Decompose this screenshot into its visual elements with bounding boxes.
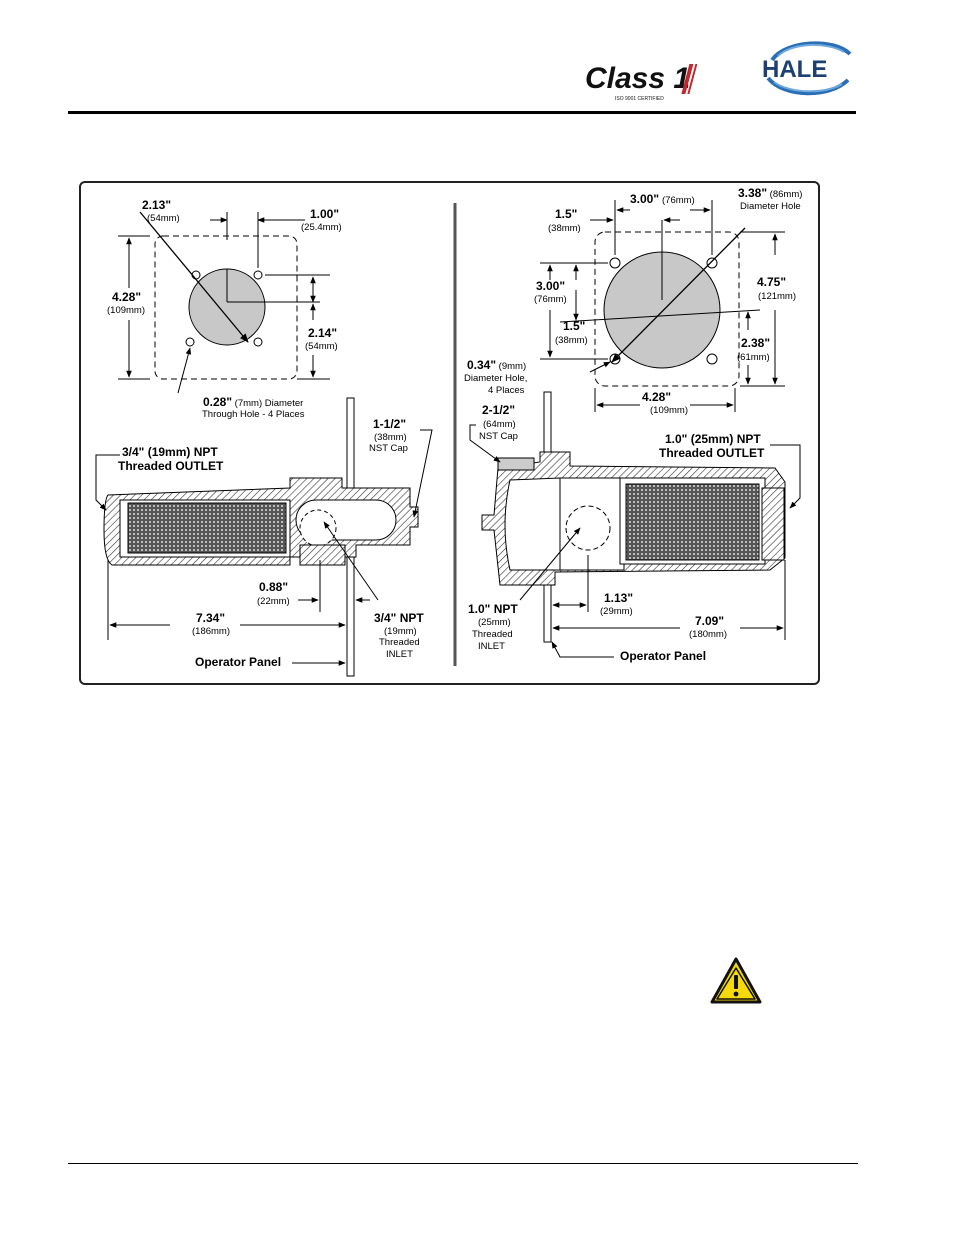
left-cap-type: NST Cap — [369, 443, 408, 454]
right-d1-mm: (76mm) — [662, 195, 695, 206]
right-hole-small-2: Diameter Hole, — [464, 373, 528, 384]
right-d6-mm: (61mm) — [737, 352, 770, 363]
left-d3: 4.28" — [112, 290, 142, 304]
footer-rule — [68, 1163, 858, 1164]
header-rule — [68, 111, 856, 114]
right-cap-mm: (64mm) — [483, 419, 516, 430]
left-cap-mm: (38mm) — [374, 432, 407, 443]
right-d8-mm: (29mm) — [600, 606, 633, 617]
right-d5-mm: (121mm) — [758, 291, 797, 302]
right-d4-mm: (38mm) — [555, 335, 588, 346]
right-hole-small: 0.34" (9mm) — [467, 359, 526, 373]
left-inlet-2: (19mm) — [384, 626, 417, 637]
class1-logo-text: Class 1 — [585, 62, 690, 95]
left-d3-mm: (109mm) — [107, 305, 146, 316]
left-cap: 1-1/2" — [373, 417, 407, 431]
diagram-frame — [79, 181, 820, 685]
right-outlet-1: 1.0" (25mm) NPT — [665, 432, 761, 446]
left-d5: 0.88" — [259, 580, 289, 594]
right-d7: 4.28" — [642, 390, 672, 404]
left-hole-label: 0.28" (7mm) Diameter — [203, 396, 303, 410]
right-cap: 2-1/2" — [482, 403, 516, 417]
right-inlet-1: 1.0" NPT — [468, 602, 518, 616]
right-strainer-body — [469, 391, 801, 658]
right-outlet-2: Threaded OUTLET — [659, 446, 765, 460]
left-d2: 1.00" — [310, 207, 340, 221]
left-d1: 2.13" — [142, 198, 172, 212]
right-inlet-3: Threaded — [472, 629, 513, 640]
left-hole-mm: (7mm) Diameter — [232, 398, 304, 409]
class1-logo: Class 1 ISO 9001 CERTIFIED — [585, 62, 698, 102]
right-d4: 1.5" — [563, 319, 586, 333]
left-d6: 7.34" — [196, 611, 226, 625]
right-hole-small-size: 0.34" — [467, 358, 497, 372]
left-d4-mm: (54mm) — [305, 341, 338, 352]
left-outlet-1: 3/4" (19mm) NPT — [122, 445, 218, 459]
left-hole-size: 0.28" — [203, 395, 233, 409]
left-inlet-4: INLET — [386, 649, 413, 660]
left-d4: 2.14" — [308, 326, 338, 340]
left-inlet-3: Threaded — [379, 637, 420, 648]
right-inlet-2: (25mm) — [478, 617, 511, 628]
right-hole-big-size: 3.38" — [738, 186, 768, 200]
left-outlet-2: Threaded OUTLET — [118, 459, 224, 473]
right-d2: 1.5" — [555, 207, 578, 221]
right-d1: 3.00" — [630, 192, 660, 206]
right-cap-type: NST Cap — [479, 431, 518, 442]
warning-icon — [710, 957, 762, 1004]
right-operator-panel: Operator Panel — [620, 649, 707, 663]
right-hole-small-mm: (9mm) — [496, 361, 527, 372]
left-inlet-1: 3/4" NPT — [374, 611, 424, 625]
left-d5-mm: (22mm) — [257, 596, 290, 607]
right-d9: 7.09" — [695, 614, 725, 628]
class1-logo-tagline: ISO 9001 CERTIFIED — [615, 96, 664, 102]
right-hole-small-3: 4 Places — [488, 385, 525, 396]
left-strainer-body — [95, 397, 433, 677]
left-d2-mm: (25.4mm) — [301, 222, 342, 233]
left-d1-mm: (54mm) — [147, 213, 180, 224]
right-d3-mm: (76mm) — [534, 294, 567, 305]
right-inlet-4: INLET — [478, 641, 505, 652]
left-hole-sub: Through Hole - 4 Places — [202, 409, 305, 420]
right-d2-mm: (38mm) — [548, 223, 581, 234]
hale-logo-text: HALE — [762, 56, 827, 83]
left-operator-panel: Operator Panel — [195, 655, 282, 669]
right-hole-big-mm: (86mm) — [767, 189, 803, 200]
right-panel-plate — [540, 200, 785, 412]
right-hole-big-sub: Diameter Hole — [740, 201, 801, 212]
left-panel-plate — [118, 211, 330, 394]
left-d6-mm: (186mm) — [192, 626, 231, 637]
right-hole-big: 3.38" (86mm) — [738, 187, 802, 201]
right-d9-mm: (180mm) — [689, 629, 728, 640]
right-d7-mm: (109mm) — [650, 405, 689, 416]
right-d6: 2.38" — [741, 336, 771, 350]
right-d8: 1.13" — [604, 591, 634, 605]
hale-logo: HALE — [762, 41, 852, 96]
right-d5: 4.75" — [757, 275, 787, 289]
right-d3: 3.00" — [536, 279, 566, 293]
